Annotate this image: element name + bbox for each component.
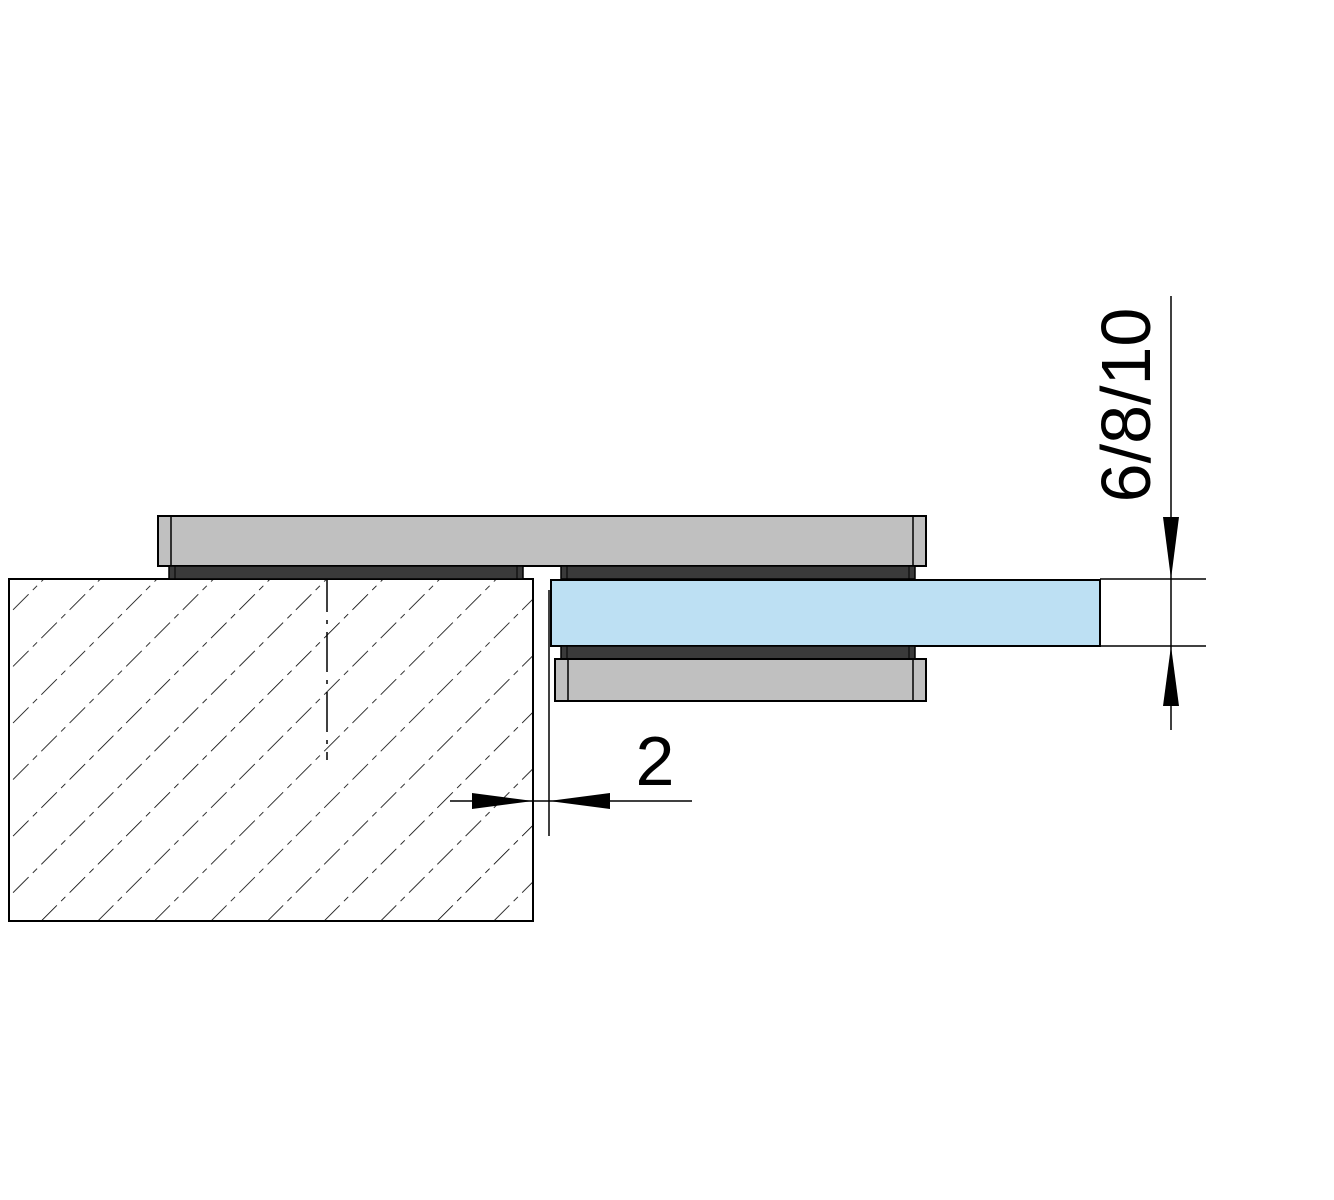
gap-arrow-left xyxy=(472,793,533,809)
thickness-arrow-top xyxy=(1163,517,1179,579)
bottom-gasket xyxy=(560,645,916,660)
thickness-arrow-bottom xyxy=(1163,646,1179,706)
top-gasket-left xyxy=(168,565,524,580)
top-clamp-plate xyxy=(157,515,927,567)
top-plate-body xyxy=(157,515,927,567)
gap-dimension-label: 2 xyxy=(636,722,675,800)
top-gasket-right xyxy=(560,565,916,580)
gap-dimension: 2 xyxy=(450,590,692,836)
glass-thickness-dimension: 6/8/10 xyxy=(1087,296,1206,730)
thickness-dimension-label: 6/8/10 xyxy=(1087,308,1165,503)
bottom-clamp-plate xyxy=(554,658,927,702)
gap-arrow-right xyxy=(549,793,610,809)
glass-pane xyxy=(550,579,1101,647)
wall-section xyxy=(8,578,534,922)
